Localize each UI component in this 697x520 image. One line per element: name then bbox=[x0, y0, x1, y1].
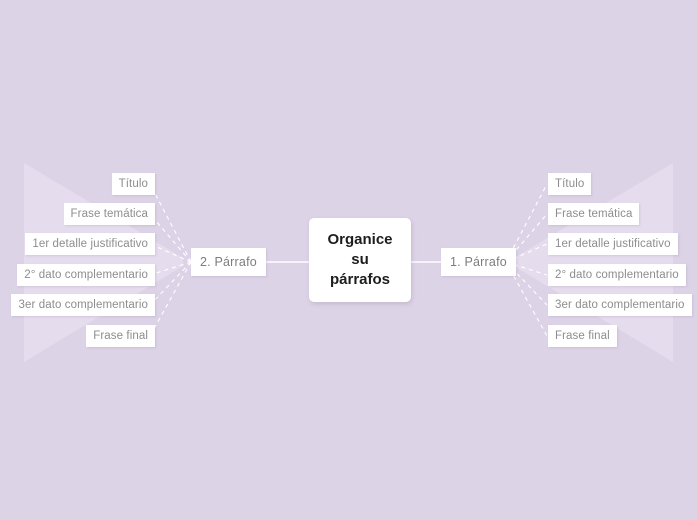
central-topic[interactable]: Organice su párrafos bbox=[309, 218, 411, 302]
branch-node-left[interactable]: 2. Párrafo bbox=[191, 248, 266, 276]
leaf-node-right-6[interactable]: Frase final bbox=[548, 325, 617, 347]
leaf-node-left-2[interactable]: Frase temática bbox=[63, 203, 155, 225]
leaf-node-left-6[interactable]: Frase final bbox=[86, 325, 155, 347]
connector-group-left bbox=[149, 183, 192, 337]
central-topic-line-2: su bbox=[351, 251, 369, 269]
leaf-node-right-3[interactable]: 1er detalle justificativo bbox=[548, 233, 678, 255]
leaf-node-right-4[interactable]: 2° dato complementario bbox=[548, 264, 686, 286]
leaf-node-left-4[interactable]: 2° dato complementario bbox=[17, 264, 155, 286]
leaf-node-right-2[interactable]: Frase temática bbox=[548, 203, 640, 225]
central-topic-line-1: Organice bbox=[327, 231, 393, 249]
branch-node-right[interactable]: 1. Párrafo bbox=[441, 248, 516, 276]
central-topic-line-3: párrafos bbox=[329, 270, 391, 288]
leaf-node-right-5[interactable]: 3er dato complementario bbox=[548, 294, 692, 316]
leaf-node-left-3[interactable]: 1er detalle justificativo bbox=[25, 233, 155, 255]
leaf-node-left-5[interactable]: 3er dato complementario bbox=[11, 294, 155, 316]
leaf-node-right-1[interactable]: Título bbox=[548, 173, 592, 195]
leaf-node-left-1[interactable]: Título bbox=[111, 173, 155, 195]
